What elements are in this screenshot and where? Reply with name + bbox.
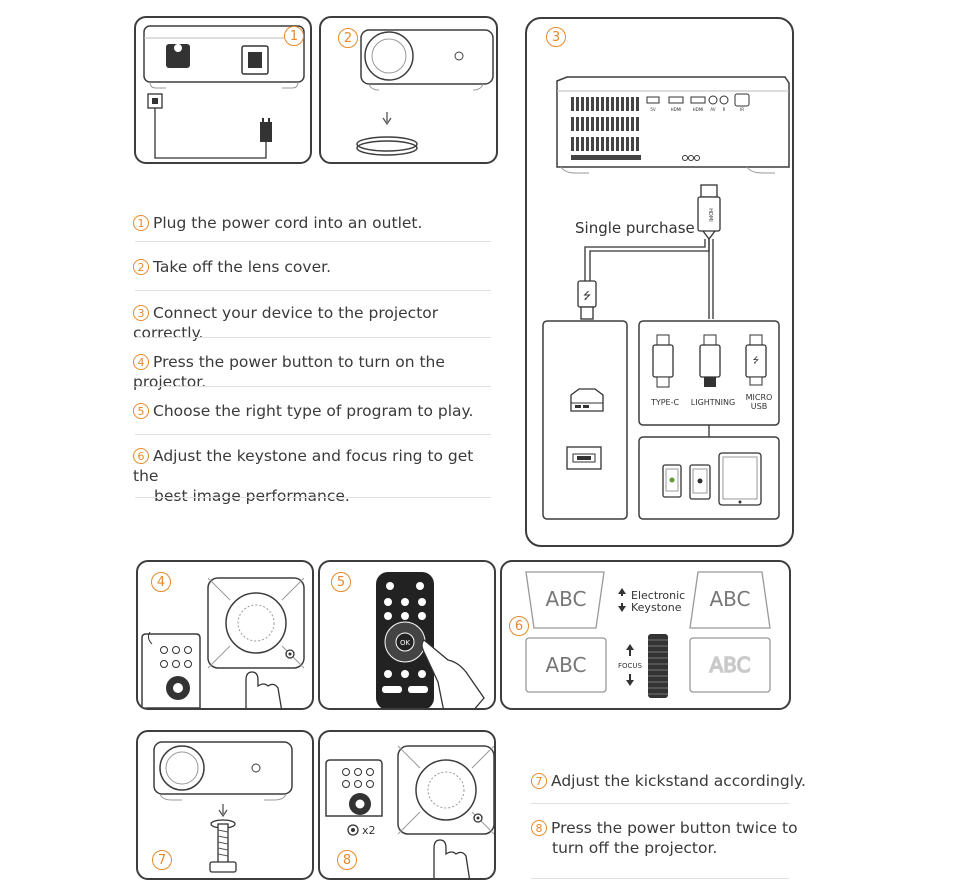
step-7-number: 7 (531, 773, 547, 789)
divider (531, 803, 789, 804)
power-cord-illustration (143, 25, 305, 159)
power-off-illustration: x2 (325, 745, 494, 878)
hdmi-label: HDMI (707, 208, 713, 221)
step-1-number: 1 (133, 215, 149, 231)
step-5-label: Choose the right type of program to play… (153, 402, 474, 420)
step-1-label: Plug the power cord into an outlet. (153, 214, 423, 232)
lens-cover-illustration (356, 29, 494, 156)
press-twice-label: x2 (362, 824, 376, 837)
divider (135, 386, 491, 387)
port-label: IR (740, 107, 744, 112)
remote-illustration: OK (376, 572, 485, 708)
port-label: HDMI (671, 107, 682, 112)
divider (135, 497, 491, 498)
keystone-focus-illustration: ABC ABC ABC ABC Electronic Keystone FOCU… (525, 571, 771, 698)
step-5-number: 5 (133, 403, 149, 419)
step-2-number: 2 (133, 259, 149, 275)
step-2-label: Take off the lens cover. (153, 258, 332, 276)
step-6-number: 6 (133, 448, 149, 464)
step-badge-7: 7 (152, 850, 172, 870)
keystone-label: Keystone (631, 601, 682, 614)
panel-power-off: x2 8 (318, 730, 496, 880)
step-badge-1: 1 (284, 26, 304, 46)
step-badge-2: 2 (338, 28, 358, 48)
usb-icon: ⭍ (583, 290, 591, 302)
step-badge-4: 4 (151, 572, 171, 592)
step-badge-6: 6 (509, 616, 529, 636)
step-6-label: Adjust the keystone and focus ring to ge… (133, 447, 474, 485)
panel-power-cord: 1 (134, 16, 312, 164)
abc-sample: ABC (545, 653, 586, 677)
step-badge-5: 5 (331, 572, 351, 592)
port-label: R (723, 107, 726, 112)
panel-lens-cover: 2 (319, 16, 498, 164)
step-8-number: 8 (531, 820, 547, 836)
electronic-label: Electronic (631, 589, 685, 602)
divider (135, 290, 491, 291)
step-4-number: 4 (133, 354, 149, 370)
kickstand-illustration (153, 741, 293, 873)
port-label: AV (710, 107, 715, 112)
abc-sample: ABC (709, 587, 750, 611)
power-on-illustration (141, 577, 305, 708)
single-purchase-label: Single purchase (575, 219, 695, 237)
panel-remote: OK 5 (318, 560, 496, 710)
port-label: 5V (650, 107, 656, 112)
micro-usb-label: MICRO (746, 393, 773, 402)
panel-keystone-focus: ABC ABC ABC ABC Electronic Keystone FOCU… (500, 560, 791, 710)
step-8-label: Press the power button twice to (551, 819, 798, 837)
divider (135, 241, 491, 242)
connection-illustration: 5V HDMI HDMI AV R IR HDMI Single purchas… (542, 76, 790, 520)
type-c-label: TYPE-C (650, 398, 680, 407)
step-7-label: Adjust the kickstand accordingly. (551, 772, 806, 790)
usb-icon: ⭍ (753, 356, 760, 365)
divider (135, 434, 491, 435)
port-label: HDMI (693, 107, 704, 112)
panel-connection: 5V HDMI HDMI AV R IR HDMI Single purchas… (525, 17, 794, 547)
divider (531, 878, 789, 879)
step-8-label-cont: turn off the projector. (552, 839, 718, 857)
abc-sample: ABC (545, 587, 586, 611)
abc-blurred: ABC (709, 653, 750, 677)
lightning-label: LIGHTNING (691, 398, 735, 407)
divider (135, 337, 491, 338)
panel-kickstand: 7 (136, 730, 314, 880)
ok-button-label: OK (400, 639, 411, 647)
focus-label: FOCUS (618, 662, 643, 670)
step-6-label-cont: best image performance. (154, 487, 350, 505)
step-badge-3: 3 (546, 27, 566, 47)
step-badge-8: 8 (337, 850, 357, 870)
panel-power-on: 4 (136, 560, 314, 710)
micro-usb-label-2: USB (751, 402, 767, 411)
step-3-number: 3 (133, 305, 149, 321)
